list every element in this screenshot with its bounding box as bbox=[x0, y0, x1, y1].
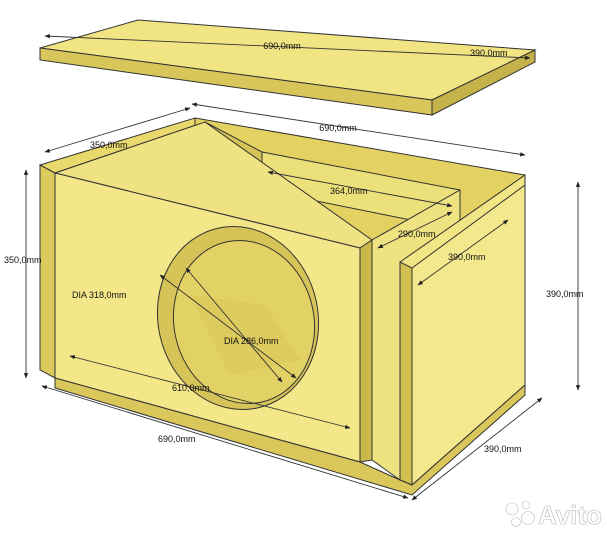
top-depth-label: 350,0mm bbox=[90, 140, 128, 150]
lid-width-label: 390,0mm bbox=[470, 48, 508, 58]
lid-panel bbox=[39, 19, 537, 116]
inner-diameter-label: DIA 286,0mm bbox=[224, 336, 279, 346]
watermark: Avito bbox=[505, 500, 602, 530]
inner-divider-label: 364,0mm bbox=[330, 186, 368, 196]
baffle-width-label: 610,0mm bbox=[172, 383, 210, 393]
dimension-lines bbox=[23, 34, 581, 501]
back-height-label: 390,0mm bbox=[546, 289, 584, 299]
avito-logo-icon bbox=[505, 500, 535, 527]
front-height-label: 350,0mm bbox=[4, 255, 42, 265]
bottom-length-label: 690,0mm bbox=[158, 434, 196, 444]
port-depth-label: 290,0mm bbox=[398, 229, 436, 239]
top-length-label: 690,0mm bbox=[319, 123, 357, 133]
port-side-label: 390,0mm bbox=[448, 252, 486, 262]
bottom-width-label: 390,0mm bbox=[484, 444, 522, 454]
dimension-labels: 690,0mm 390,0mm 690,0mm 350,0mm 364,0mm … bbox=[4, 41, 584, 454]
watermark-text: Avito bbox=[538, 500, 602, 530]
outer-diameter-label: DIA 318,0mm bbox=[72, 290, 127, 300]
lid-length-label: 690,0mm bbox=[263, 41, 301, 51]
